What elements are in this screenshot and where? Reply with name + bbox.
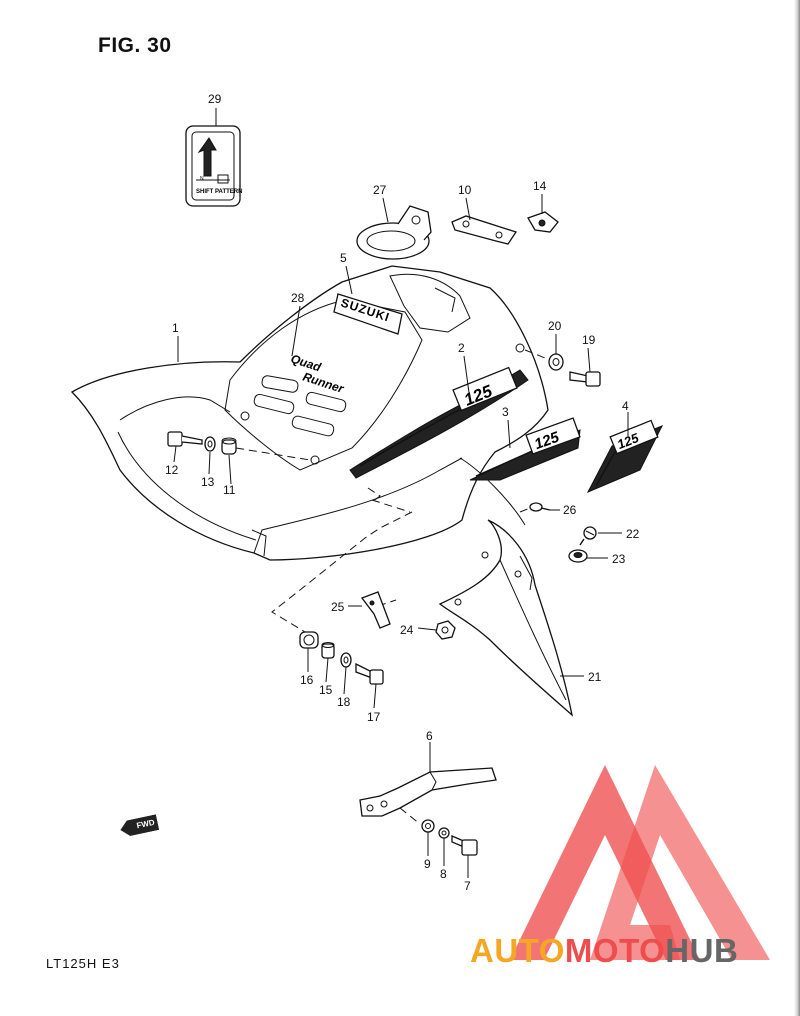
page-edge: [794, 0, 800, 1016]
model-code: LT125H E3: [46, 956, 120, 971]
alignment-line-lower: [271, 511, 413, 633]
part-12-bolt: [167, 431, 203, 447]
callout-21: 21: [588, 670, 602, 684]
part-20-washer: [548, 353, 564, 371]
watermark-part-3: HUB: [665, 932, 739, 969]
callout-23: 23: [612, 552, 626, 566]
callout-12: 12: [165, 463, 179, 477]
leader-lines: [173, 108, 629, 878]
part-25-bracket: [360, 591, 391, 629]
part-14-clip-nut: [527, 211, 559, 233]
label-29-n-text: N: [200, 176, 204, 182]
watermark-logo-icon: [510, 765, 770, 960]
callout-8: 8: [440, 867, 447, 881]
part-11-cushion: [221, 437, 237, 455]
part-1-front-fender: [70, 265, 549, 561]
callout-28: 28: [291, 291, 305, 305]
callout-26: 26: [563, 503, 577, 517]
part-16-cushion: [299, 631, 319, 649]
callout-13: 13: [201, 475, 215, 489]
callout-labels: 29 27 10 14 5 28 1 2 3 4 20 19 12 13 11 …: [165, 92, 640, 893]
part-18-washer: [340, 652, 352, 668]
callout-14: 14: [533, 179, 547, 193]
callout-6: 6: [426, 729, 433, 743]
callout-9: 9: [424, 857, 431, 871]
callout-27: 27: [373, 183, 387, 197]
part-13-washer: [204, 436, 216, 452]
callout-16: 16: [300, 673, 314, 687]
callout-19: 19: [582, 333, 596, 347]
part-23-grommet: [568, 549, 588, 563]
callout-10: 10: [458, 183, 472, 197]
watermark-part-2: MOTO: [564, 932, 666, 969]
part-4-tag-decal: 125: [586, 419, 664, 494]
callout-5: 5: [340, 251, 347, 265]
callout-1: 1: [172, 321, 179, 335]
callout-17: 17: [367, 710, 381, 724]
part-3-front-decal: 125: [469, 417, 581, 481]
part-9-washer: [421, 819, 435, 833]
callout-7: 7: [464, 879, 471, 893]
callout-11: 11: [223, 483, 236, 497]
part-15-collar: [321, 642, 335, 659]
callout-25: 25: [331, 600, 345, 614]
part-22-screw: [579, 526, 597, 546]
callout-3: 3: [502, 405, 509, 419]
watermark-part-1: AUTO: [470, 932, 565, 969]
callout-29: 29: [208, 92, 222, 106]
callout-24: 24: [400, 623, 414, 637]
part-27-cap-ring: [356, 205, 432, 260]
callout-15: 15: [319, 683, 333, 697]
part-8-washer: [438, 827, 450, 839]
callout-22: 22: [626, 527, 640, 541]
part-29-shift-label: N SHIFT PATTERN: [185, 125, 242, 207]
part-10-plate: [451, 215, 518, 245]
part-17-bolt: [355, 662, 384, 685]
callout-20: 20: [548, 319, 562, 333]
part-24-nut: [435, 620, 456, 640]
part-21-mud-guard: [438, 519, 574, 717]
part-7-bolt: [451, 835, 478, 856]
callout-2: 2: [458, 341, 465, 355]
part-26-screw: [519, 502, 551, 513]
callout-18: 18: [337, 695, 351, 709]
watermark-text: AUTOMOTOHUB: [470, 932, 738, 970]
part-19-bolt: [569, 371, 601, 387]
label-29-text: SHIFT PATTERN: [196, 189, 242, 195]
callout-4: 4: [622, 399, 629, 413]
part-2-side-decal: 125: [349, 366, 529, 479]
figure-title: FIG. 30: [98, 34, 172, 57]
part-6-support-bracket: [359, 767, 497, 825]
